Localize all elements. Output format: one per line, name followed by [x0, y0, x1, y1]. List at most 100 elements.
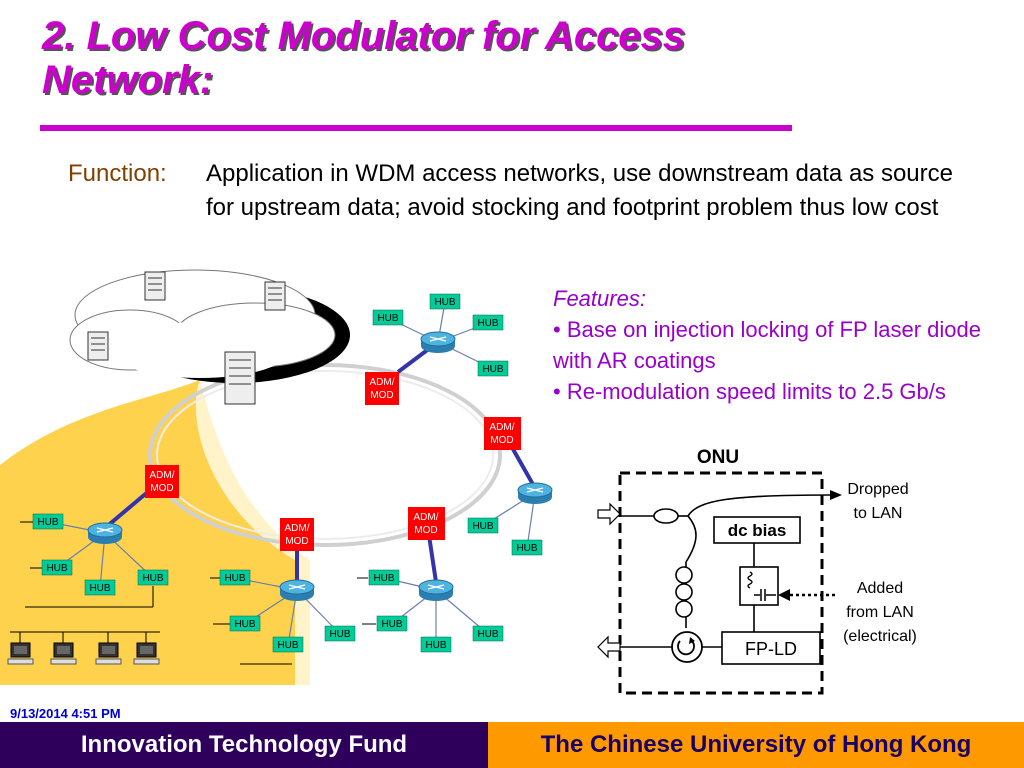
server-icon [144, 271, 166, 301]
pc-icon [95, 642, 122, 665]
lan-lines [10, 521, 376, 665]
router-icon [420, 331, 456, 353]
hub-box: HUB [511, 539, 543, 556]
server-icon [87, 331, 109, 361]
hub-box: HUB [467, 517, 499, 534]
footer-left: Innovation Technology Fund [0, 722, 488, 768]
hub-box: HUB [376, 615, 408, 632]
gold-highlight [195, 380, 310, 685]
adm-mod-box: ADM/MOD [408, 507, 445, 540]
added-label-line2: from LAN [846, 604, 914, 621]
added-label-line3: (electrical) [843, 628, 917, 645]
dropped-label-line2: to LAN [854, 505, 903, 522]
svg-text:ADM/: ADM/ [370, 377, 395, 388]
pc-icon [7, 642, 34, 665]
adm-mod-box: ADM/MOD [280, 518, 314, 551]
hub-box: HUB [324, 625, 356, 642]
router-icon [279, 579, 315, 601]
svg-text:HUB: HUB [434, 297, 455, 308]
server-icon [224, 351, 256, 405]
adm-mod-box: ADM/MOD [145, 465, 179, 498]
hub-box: HUB [372, 309, 404, 326]
circulator-arrow [677, 640, 695, 656]
gold-background [0, 380, 295, 685]
hub-box: HUB [229, 615, 261, 632]
bias-tee-box [739, 566, 779, 606]
onu-boundary [618, 471, 824, 695]
wdm-ring-inner [156, 370, 494, 540]
svg-text:HUB: HUB [477, 629, 498, 640]
added-arrow-icon [778, 589, 790, 601]
svg-text:MOD: MOD [150, 483, 173, 494]
dropped-arrow-icon [830, 490, 842, 500]
svg-text:HUB: HUB [516, 543, 537, 554]
features-block: Features: • Base on injection locking of… [553, 283, 1023, 407]
adm-mod-box: ADM/MOD [484, 417, 521, 450]
hub-box: HUB [272, 636, 304, 653]
onu-title: ONU [697, 447, 739, 468]
svg-text:HUB: HUB [234, 619, 255, 630]
circulator-arrowhead [689, 637, 695, 644]
svg-text:HUB: HUB [37, 517, 58, 528]
feature-item: • Base on injection locking of FP laser … [553, 317, 981, 373]
hub-box: HUB [472, 314, 504, 331]
svg-text:HUB: HUB [477, 318, 498, 329]
dc-bias-label: dc bias [728, 521, 787, 540]
added-label-line1: Added [857, 580, 903, 597]
function-label: Function: [68, 160, 167, 187]
hub-box: HUB [420, 636, 452, 653]
svg-text:HUB: HUB [277, 640, 298, 651]
coupler-icon [653, 508, 679, 524]
svg-text:MOD: MOD [490, 435, 513, 446]
features-heading: Features: [553, 286, 646, 311]
inductor-icon [747, 571, 753, 589]
dropped-label-line1: Dropped [847, 481, 908, 498]
pc-icon [50, 642, 77, 665]
svg-text:HUB: HUB [381, 619, 402, 630]
svg-text:HUB: HUB [472, 521, 493, 532]
hub-box: HUB [137, 569, 169, 586]
svg-text:HUB: HUB [46, 563, 67, 574]
svg-text:HUB: HUB [373, 573, 394, 584]
onu-schematic: ONU dc bias FP-LD Drop [597, 447, 917, 695]
svg-text:HUB: HUB [482, 364, 503, 375]
footer-band: Innovation Technology Fund The Chinese U… [0, 722, 1024, 768]
input-arrow-icon [597, 502, 621, 526]
hub-box: HUB [472, 625, 504, 642]
svg-text:HUB: HUB [89, 583, 110, 594]
adm-mod-box: ADM/MOD [365, 372, 399, 405]
hub-box: HUB [32, 513, 64, 530]
svg-text:HUB: HUB [224, 573, 245, 584]
feature-item: • Re-modulation speed limits to 2.5 Gb/s [553, 379, 946, 404]
network-diagram: ADM/MOD ADM/MOD ADM/MOD ADM/MOD ADM/MOD … [0, 269, 553, 685]
hub-box: HUB [219, 569, 251, 586]
function-text: Application in WDM access networks, use … [206, 160, 953, 221]
fiber-coil-icon [675, 566, 693, 618]
hub-box: HUB [84, 579, 116, 596]
svg-text:HUB: HUB [425, 640, 446, 651]
hub-box: HUB [41, 559, 73, 576]
output-arrow-icon [597, 635, 621, 659]
svg-text:ADM/: ADM/ [490, 422, 515, 433]
optical-path [620, 494, 831, 648]
pc-icon [133, 642, 160, 665]
slide-title: 2. Low Cost Modulator for Access Network… [42, 14, 686, 102]
hub-box: HUB [368, 569, 400, 586]
svg-text:ADM/: ADM/ [414, 512, 439, 523]
circulator-icon [671, 631, 703, 663]
footer-date: 9/13/2014 4:51 PM [10, 706, 121, 721]
server-icon [264, 281, 286, 311]
svg-text:MOD: MOD [414, 525, 437, 536]
svg-text:HUB: HUB [142, 573, 163, 584]
router-icon [87, 522, 123, 544]
server-cloud [69, 269, 350, 383]
svg-text:HUB: HUB [377, 313, 398, 324]
capacitor-icon [754, 589, 776, 601]
svg-text:HUB: HUB [329, 629, 350, 640]
hub-box: HUB [429, 293, 461, 310]
svg-text:ADM/: ADM/ [150, 470, 175, 481]
footer-right: The Chinese University of Hong Kong [488, 722, 1024, 768]
title-underline [40, 125, 792, 131]
hub-box: HUB [477, 360, 509, 377]
svg-text:MOD: MOD [285, 536, 308, 547]
